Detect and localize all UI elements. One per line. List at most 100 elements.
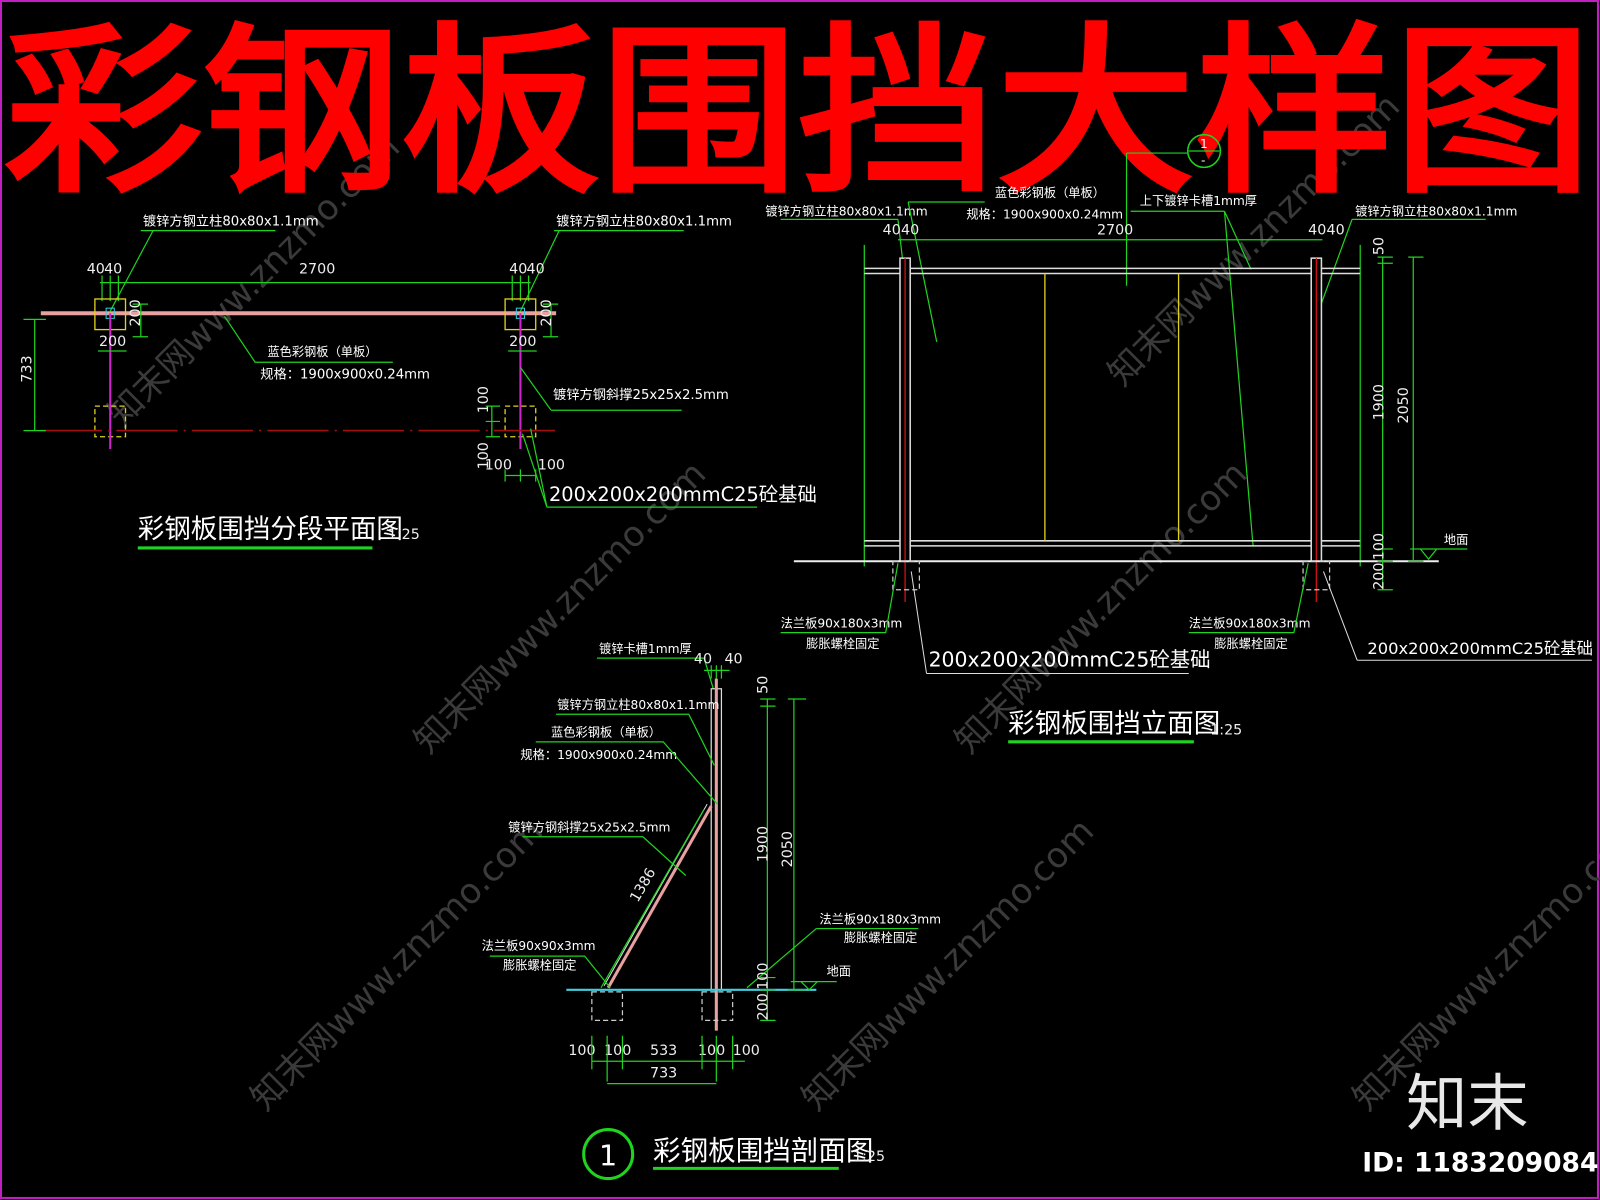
dim-100: 100 — [755, 963, 771, 990]
elevation-view-title: 彩钢板围挡立面图 — [1008, 709, 1220, 740]
foundation-label: 200x200x200mmC25砼基础 — [549, 483, 817, 506]
panel-spec: 规格：1900x900x0.24mm — [260, 367, 430, 383]
leader-line — [907, 201, 985, 342]
bolt-label: 膨胀螺栓固定 — [1214, 636, 1287, 651]
leader-line — [489, 955, 611, 989]
bolt-label: 膨胀螺栓固定 — [806, 636, 879, 651]
foundation — [701, 991, 734, 1022]
leader-line — [519, 230, 684, 312]
section-scale: 1:25 — [853, 1149, 885, 1165]
leader-line — [223, 315, 393, 363]
plan-view: 镀锌方钢立柱80x80x1.1mm 镀锌方钢立柱80x80x1.1mm 40 4… — [20, 213, 817, 550]
dim-50: 50 — [755, 676, 771, 694]
dimension-line — [1377, 256, 1424, 591]
sec-rail-label: 镀锌卡槽1mm厚 — [599, 641, 692, 656]
leader-line — [556, 713, 715, 766]
foundation — [591, 991, 624, 1022]
leader-line — [1322, 571, 1592, 661]
foundation-label: 200x200x200mmC25砼基础 — [1367, 639, 1593, 658]
dim-40: 40 — [883, 223, 901, 239]
drawing-title: 彩钢板围挡大样图 — [4, 7, 1592, 219]
section-view: 镀锌卡槽1mm厚 40 40 镀锌方钢立柱80x80x1.1mm 蓝色彩钢板（单… — [482, 641, 941, 1181]
brace — [606, 805, 713, 989]
ground-symbol — [1410, 548, 1468, 561]
dim-200: 200 — [1372, 563, 1388, 590]
dim-200: 200 — [99, 334, 126, 350]
dim-100: 100 — [476, 442, 492, 469]
elevation-scale: 1:25 — [1210, 723, 1242, 739]
leader-line — [780, 563, 899, 634]
plan-scale: 1:25 — [388, 527, 420, 543]
dimension-line — [100, 275, 531, 302]
sec-panel-label: 蓝色彩钢板（单板） — [551, 726, 661, 740]
foundation-label: 200x200x200mmC25砼基础 — [929, 647, 1211, 671]
dim-733: 733 — [650, 1066, 677, 1082]
elev-rail-label: 上下镀锌卡槽1mm厚 — [1140, 193, 1257, 208]
ground-label: 地面 — [827, 965, 851, 979]
leader-line — [522, 836, 687, 876]
dim-40: 40 — [694, 651, 712, 667]
foundation — [892, 560, 920, 591]
flange-large-label: 法兰板90x180x3mm — [819, 912, 941, 926]
dim-40: 40 — [509, 261, 527, 277]
dim-40: 40 — [87, 261, 105, 277]
leader-line — [1319, 218, 1486, 307]
section-mark-sub: - — [1201, 153, 1205, 167]
dim-2700: 2700 — [1097, 223, 1133, 239]
elevation-view: 1 - 镀锌方钢立柱80x80x1.1mm 蓝色彩钢板（单板） 规格：1900x… — [765, 133, 1593, 744]
dimension-line — [600, 808, 705, 989]
dim-2050: 2050 — [780, 831, 796, 867]
dim-40: 40 — [724, 651, 742, 667]
section-view-title: 彩钢板围挡剖面图 — [653, 1135, 873, 1167]
dim-200: 200 — [539, 299, 555, 326]
leader-line — [519, 366, 682, 411]
dim-50: 50 — [1372, 237, 1388, 255]
leader-line — [535, 741, 718, 805]
dimension-line — [760, 698, 807, 1022]
bolt-label: 膨胀螺栓固定 — [844, 930, 917, 945]
elev-panel-spec: 规格：1900x900x0.24mm — [966, 206, 1123, 221]
ground-symbol — [790, 981, 837, 991]
sec-panel-spec: 规格：1900x900x0.24mm — [520, 747, 677, 762]
bottom-dim: 533 — [650, 1043, 677, 1059]
dim-40: 40 — [104, 261, 122, 277]
dim-200: 200 — [509, 334, 536, 350]
section-number: 1 — [599, 1138, 617, 1172]
rail — [864, 267, 1361, 547]
section-mark — [1186, 133, 1222, 169]
flange-label: 法兰板90x180x3mm — [1189, 617, 1311, 631]
bottom-dim: 100 — [698, 1043, 725, 1059]
leader-line — [109, 230, 276, 312]
dim-40: 40 — [1327, 223, 1345, 239]
post-centerline — [904, 258, 1317, 603]
elev-panel-label: 蓝色彩钢板（单板） — [995, 186, 1105, 200]
flange-small-label: 法兰板90x90x3mm — [482, 939, 596, 953]
dim-100: 100 — [1372, 533, 1388, 560]
dim-2050: 2050 — [1396, 387, 1412, 423]
plan-view-title: 彩钢板围挡分段平面图 — [138, 514, 403, 545]
leader-line — [910, 571, 1189, 674]
panel-seam — [1044, 273, 1180, 541]
plan-post-label-right: 镀锌方钢立柱80x80x1.1mm — [556, 213, 732, 230]
bolt-label: 膨胀螺栓固定 — [503, 957, 576, 972]
dim-200: 200 — [128, 299, 144, 326]
bottom-dim: 100 — [604, 1043, 631, 1059]
leader-line — [521, 428, 758, 508]
leader-line — [1188, 563, 1309, 634]
dim-1900: 1900 — [1372, 384, 1388, 420]
foundation — [1302, 560, 1331, 591]
dim-100: 100 — [485, 457, 512, 473]
flange-label: 法兰板90x180x3mm — [781, 617, 903, 631]
dim-733: 733 — [20, 355, 36, 382]
dim-1900: 1900 — [755, 826, 771, 862]
plan-post-label-left: 镀锌方钢立柱80x80x1.1mm — [143, 213, 319, 230]
dim-200: 200 — [755, 993, 771, 1020]
elev-post-label-left: 镀锌方钢立柱80x80x1.1mm — [765, 203, 927, 218]
znzmo-logo: 知末 — [1406, 1068, 1528, 1139]
section-number-circle — [582, 1128, 635, 1181]
dimension-line — [485, 405, 537, 482]
dim-40: 40 — [527, 261, 545, 277]
leader-line — [746, 927, 919, 989]
